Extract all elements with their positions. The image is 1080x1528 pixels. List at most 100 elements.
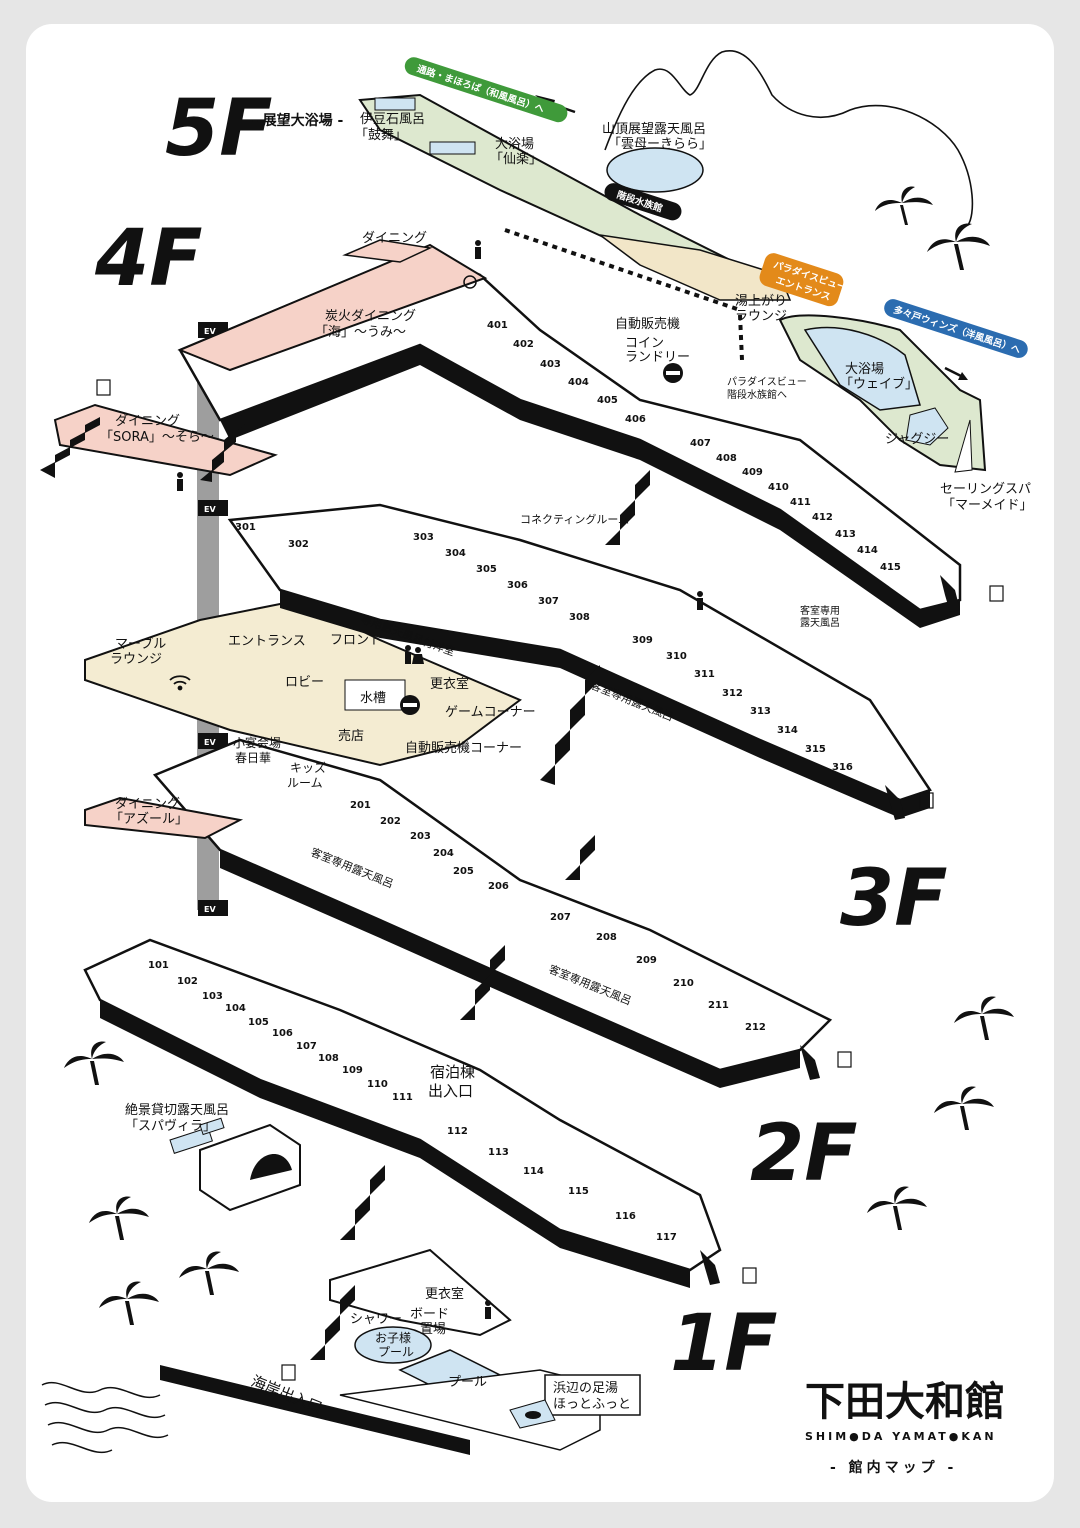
label-game-corner: ゲームコーナー <box>445 705 536 720</box>
room-302: 302 <box>288 539 309 550</box>
room-305: 305 <box>476 564 497 575</box>
rooms-4f: 401 402 403 404 405 406 407 408 409 410 … <box>487 320 901 573</box>
label-coin-laundry-2: ランドリー <box>625 350 690 365</box>
floor-1f <box>83 938 722 1455</box>
room-114: 114 <box>523 1166 544 1177</box>
label-marble-lounge: マーブル <box>115 636 166 652</box>
label-sailing-spa-name: 「マーメイド」 <box>942 498 1032 513</box>
1f-pool-deck <box>329 1248 512 1337</box>
room-403: 403 <box>540 359 561 370</box>
label-izu-bath: 伊豆石風呂 <box>360 112 425 127</box>
label-kids-pool-2: プール <box>378 1345 414 1359</box>
room-112: 112 <box>447 1126 468 1137</box>
label-sanchou-bath: 山頂展望露天風呂 <box>602 121 706 137</box>
room-108: 108 <box>318 1053 339 1064</box>
room-209: 209 <box>636 955 657 966</box>
room-306: 306 <box>507 580 528 591</box>
room-116: 116 <box>615 1211 636 1222</box>
label-sailing-spa: セーリングスパ <box>940 482 1031 497</box>
room-115: 115 <box>568 1186 589 1197</box>
label-changing-3f: 更衣室 <box>430 676 469 692</box>
rooms-2f: 201 202 203 204 205 206 207 208 209 210 … <box>350 800 766 1033</box>
restroom-icon <box>177 240 703 1319</box>
room-203: 203 <box>410 831 431 842</box>
room-314: 314 <box>777 725 798 736</box>
smoking-area-icon <box>400 363 683 715</box>
label-yuagari-lounge: 湯上がり <box>735 294 787 309</box>
label-kids-room-2: ルーム <box>287 776 323 790</box>
room-106: 106 <box>272 1028 293 1039</box>
room-404: 404 <box>568 377 589 388</box>
label-spa-villa-name: 「スパヴィラ」 <box>125 1118 216 1134</box>
room-410: 410 <box>768 482 789 493</box>
1f-villa <box>199 1123 301 1212</box>
room-207: 207 <box>550 912 571 923</box>
label-sumibi-dining: 炭火ダイニング <box>325 309 416 324</box>
logo-romaji: SHIM●DA YAMAT●KAN <box>805 1430 997 1443</box>
label-vending-corner: 自動販売機コーナー <box>405 740 522 756</box>
label-jacuzzi: ジャグジー <box>885 432 949 447</box>
label-to-aquarium: パラダイスビュー <box>727 375 807 388</box>
room-405: 405 <box>597 395 618 406</box>
room-307: 307 <box>538 596 559 607</box>
room-113: 113 <box>488 1147 509 1158</box>
label-lobby: ロビー <box>285 675 324 690</box>
label-front: フロント <box>330 633 382 648</box>
room-406: 406 <box>625 414 646 425</box>
room-315: 315 <box>805 744 826 755</box>
room-312: 312 <box>722 688 743 699</box>
4f-sumibi <box>177 243 488 372</box>
label-changing-1f: 更衣室 <box>425 1286 464 1302</box>
label-dining-azure: ダイニング <box>115 797 180 812</box>
rooms-3f: 301 302 303 304 305 306 307 308 309 310 … <box>235 522 853 773</box>
room-208: 208 <box>596 932 617 943</box>
mountains-illustration <box>604 50 974 226</box>
label-sumibi-dining-name: 「海」〜うみ〜 <box>315 325 406 340</box>
room-211: 211 <box>708 1000 729 1011</box>
label-yuagari-lounge-2: ラウンジ <box>735 309 787 324</box>
label-kids-pool: お子様 <box>375 1331 411 1345</box>
room-401: 401 <box>487 320 508 331</box>
label-connecting-room: コネクティングルーム <box>520 512 629 526</box>
floor-label-4f: 4F <box>94 214 203 304</box>
label-bath-senraku: 大浴場 <box>495 137 534 152</box>
label-pool: プール <box>448 1375 487 1390</box>
5f-sand-path <box>599 234 792 301</box>
label-4f-guest-bath: 客室専用 <box>800 604 840 617</box>
rooms-1f: 101 102 103 104 105 106 107 108 109 110 … <box>148 960 677 1243</box>
floor-label-3f: 3F <box>840 854 948 944</box>
label-board-storage: ボード <box>410 1307 449 1322</box>
room-101: 101 <box>148 960 169 971</box>
room-309: 309 <box>632 635 653 646</box>
room-402: 402 <box>513 339 534 350</box>
floor-5f-subtitle: - 展望大浴場 - <box>252 112 344 129</box>
room-110: 110 <box>367 1079 388 1090</box>
room-206: 206 <box>488 881 509 892</box>
room-109: 109 <box>342 1065 363 1076</box>
room-105: 105 <box>248 1017 269 1028</box>
room-308: 308 <box>569 612 590 623</box>
room-304: 304 <box>445 548 466 559</box>
floor-2f <box>84 738 833 1088</box>
2f-main-wing <box>152 738 833 1072</box>
floor-label-2f: 2F <box>750 1109 858 1199</box>
room-111: 111 <box>392 1092 413 1103</box>
label-banquet: 小宴会場 <box>233 735 281 750</box>
label-kids-room: キッズ <box>290 760 326 775</box>
3f-lobby <box>84 598 522 767</box>
svg-text:EV: EV <box>204 505 216 514</box>
waves-illustration <box>41 1382 169 1453</box>
label-board-storage-2: 置場 <box>420 1322 446 1337</box>
room-411: 411 <box>790 497 811 508</box>
label-banquet-name: 春日華 <box>235 751 271 765</box>
label-4f-guest-bath-2: 露天風呂 <box>800 617 840 629</box>
floor-label-5f: 5F <box>165 84 273 174</box>
room-210: 210 <box>673 978 694 989</box>
room-407: 407 <box>690 438 711 449</box>
room-415: 415 <box>880 562 901 573</box>
room-205: 205 <box>453 866 474 877</box>
room-103: 103 <box>202 991 223 1002</box>
label-entrance: エントランス <box>228 634 306 649</box>
room-303: 303 <box>413 532 434 543</box>
room-316: 316 <box>832 762 853 773</box>
